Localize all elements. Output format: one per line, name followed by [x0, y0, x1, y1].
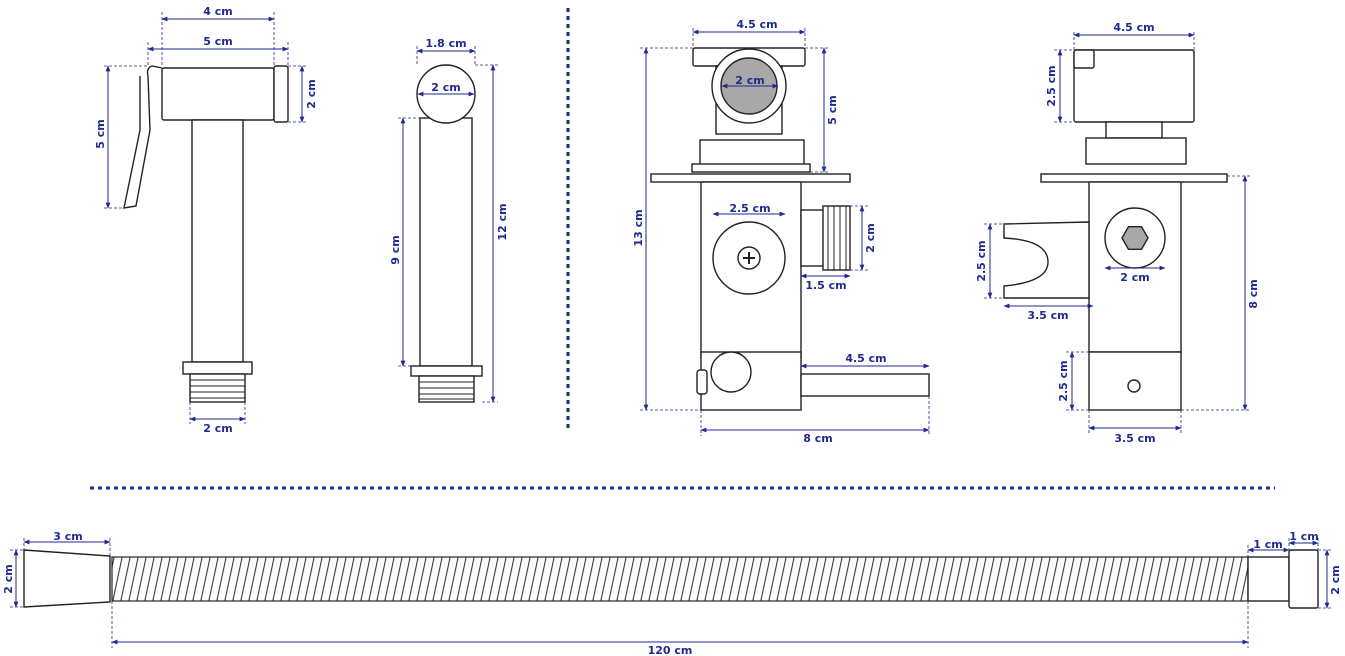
valve-side-holder-width-label: 3.5 cm — [1027, 309, 1068, 322]
valve-total-height-label: 13 cm — [632, 209, 645, 246]
sprayer-top-width-label: 4 cm — [203, 5, 232, 18]
hose-body — [111, 556, 1249, 602]
valve-side-base-height-label: 2.5 cm — [1057, 360, 1070, 401]
holder-hook — [1003, 221, 1090, 299]
sprayer-head-height-label: 2 cm — [305, 79, 318, 108]
sprayer-total-height-label: 12 cm — [496, 203, 509, 240]
valve-side-holder-height-label: 2.5 cm — [975, 240, 988, 281]
hose-view: 3 cm 2 cm 1 cm 1 cm 2 cm 120 cm — [2, 530, 1342, 656]
valve-side-body-height-label: 8 cm — [1247, 279, 1260, 308]
hose-nut-height-label: 2 cm — [1329, 565, 1342, 594]
sprayer-front-view: 4 cm 5 cm 2 cm 5 cm 2 cm — [94, 5, 318, 435]
sprayer-side-view: 1.8 cm 2 cm 9 cm 12 cm — [389, 37, 509, 403]
sprayer-head-width-label: 5 cm — [203, 35, 232, 48]
screw-cross-icon — [743, 252, 755, 264]
sprayer-thread-width-label: 2 cm — [203, 422, 232, 435]
hex-plug-icon — [1121, 225, 1149, 251]
hose-end-length-label: 3 cm — [53, 530, 82, 543]
sprayer-lever-height-label: 5 cm — [94, 119, 107, 148]
sprayer-body-height-label: 9 cm — [389, 235, 402, 264]
sprayer-circle-label: 2 cm — [431, 81, 460, 94]
valve-outlet-length-label: 1.5 cm — [805, 279, 846, 292]
valve-port-width-label: 2.5 cm — [729, 202, 770, 215]
sprayer-side-width-label: 1.8 cm — [425, 37, 466, 50]
valve-side-view: 4.5 cm 2.5 cm 2.5 cm 2 cm 3.5 cm 8 cm 2.… — [975, 21, 1260, 445]
valve-side-handle-height-label: 2.5 cm — [1045, 65, 1058, 106]
hose-collar-label: 1 cm — [1253, 538, 1282, 551]
valve-outlet-height-label: 2 cm — [864, 223, 877, 252]
valve-knob-label: 2 cm — [735, 74, 764, 87]
hose-nut-label: 1 cm — [1289, 530, 1318, 543]
valve-side-hex-width-label: 2 cm — [1120, 271, 1149, 284]
valve-side-top-width-label: 4.5 cm — [1113, 21, 1154, 34]
valve-side-base-width-label: 3.5 cm — [1114, 432, 1155, 445]
valve-base-width-label: 8 cm — [803, 432, 832, 445]
valve-top-width-label: 4.5 cm — [736, 18, 777, 31]
hose-end-height-label: 2 cm — [2, 564, 15, 593]
valve-front-view: 4.5 cm 2 cm 5 cm 13 cm 2.5 cm 2 cm 1.5 c… — [632, 18, 930, 445]
valve-lever-length-label: 4.5 cm — [845, 352, 886, 365]
valve-upper-height-label: 5 cm — [826, 95, 839, 124]
hose-length-label: 120 cm — [648, 644, 693, 656]
